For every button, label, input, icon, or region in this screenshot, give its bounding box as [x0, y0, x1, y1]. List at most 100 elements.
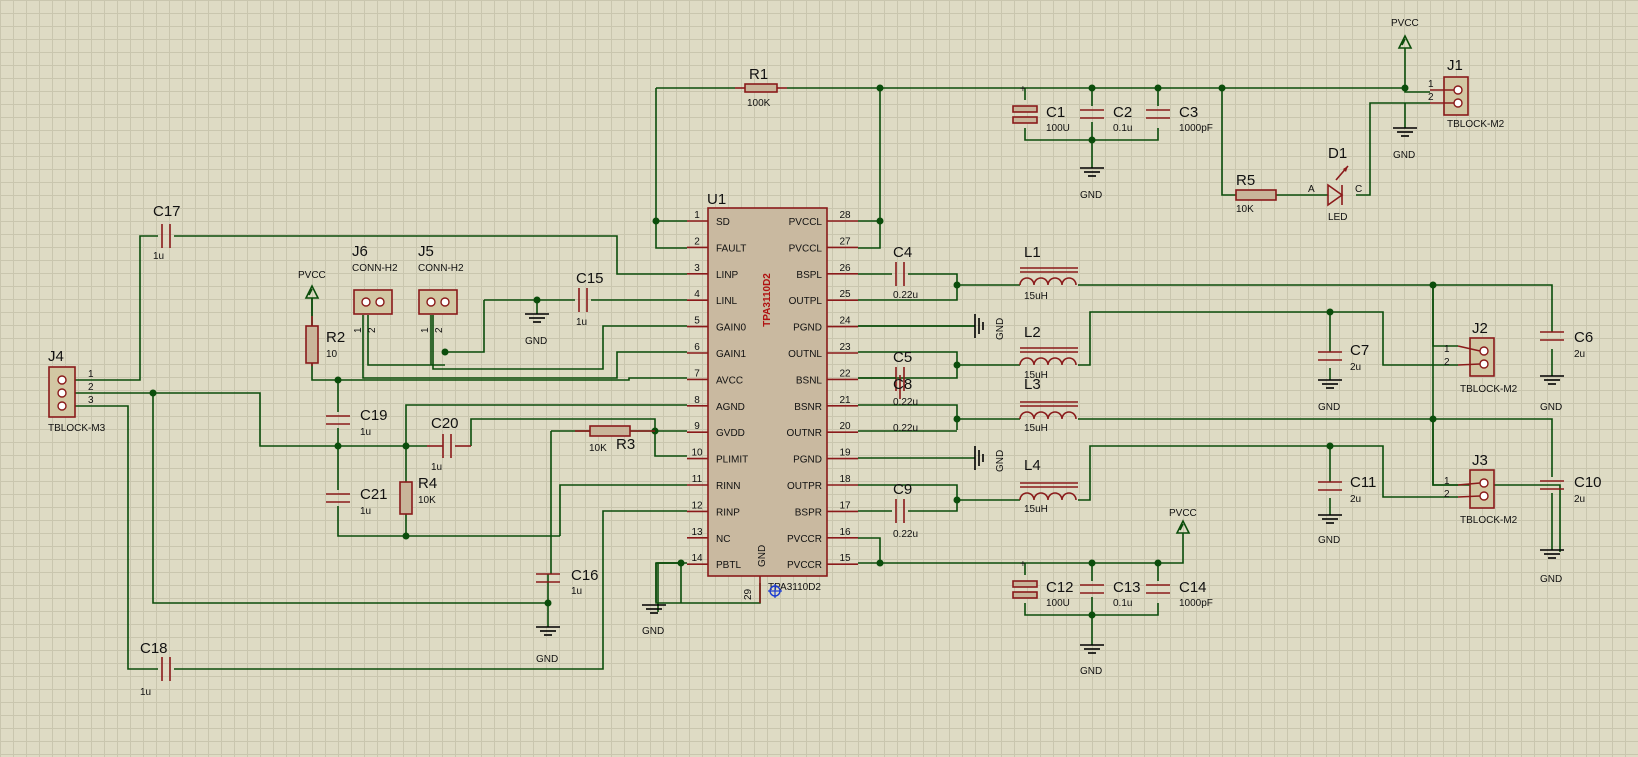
ic-gnd-label: GND: [757, 545, 768, 567]
ic-pin-name-12: RINP: [716, 507, 740, 518]
capacitor-c12[interactable]: + C12 100U: [1012, 559, 1074, 609]
r3-value: 10K: [589, 443, 607, 454]
inductor-l3[interactable]: L3 15uH: [1019, 376, 1078, 434]
ic-pin-number-6: 6: [694, 342, 700, 353]
capacitor-c17[interactable]: C17 1u: [153, 203, 181, 262]
c17-value: 1u: [153, 251, 164, 262]
gnd-terminal-j1[interactable]: GND: [1392, 127, 1418, 161]
connector-j5[interactable]: 1 2 J5 CONN-H2: [418, 243, 464, 333]
capacitor-c20[interactable]: C20 1u: [427, 415, 471, 473]
connector-j3[interactable]: 1 2 J3 TBLOCK-M2: [1444, 452, 1518, 526]
c8-value: 0.22u: [893, 423, 918, 434]
resistor-r3[interactable]: R3 10K: [575, 425, 655, 454]
j5-ref: J5: [418, 243, 434, 260]
svg-text:+: +: [1020, 84, 1026, 95]
ic-pin-name-24: PGND: [793, 323, 822, 334]
capacitor-c14[interactable]: C14 1000pF: [1146, 579, 1213, 609]
gnd-label-pbtl: GND: [642, 626, 664, 637]
gnd-terminal-c10[interactable]: GND: [1539, 549, 1565, 585]
led-d1[interactable]: D1 LED A C: [1308, 145, 1362, 223]
capacitor-c13[interactable]: C13 0.1u: [1080, 579, 1141, 609]
pvcc-label-bottom: PVCC: [1169, 508, 1197, 519]
gnd-terminal-c16[interactable]: GND: [535, 626, 561, 665]
j4-value: TBLOCK-M3: [48, 423, 106, 434]
c4-value: 0.22u: [893, 290, 918, 301]
ic-pin-number-7: 7: [694, 368, 700, 379]
capacitor-c9[interactable]: C9 0.22u: [893, 481, 918, 540]
capacitor-c4[interactable]: C4 0.22u: [893, 244, 918, 301]
connector-j2[interactable]: 1 2 J2 TBLOCK-M2: [1444, 320, 1518, 395]
ic-pin-name-16: PVCCR: [787, 534, 822, 545]
j1-pin2: 2: [1428, 92, 1434, 103]
ic-pin-number-19: 19: [839, 448, 851, 459]
r4-ref: R4: [418, 475, 437, 492]
j6-pin2: 2: [367, 327, 378, 333]
c19-value: 1u: [360, 427, 371, 438]
d1-anode-label: A: [1308, 184, 1315, 195]
gnd-terminal-pbtl[interactable]: GND: [641, 604, 667, 637]
j4-pin1: 1: [88, 369, 94, 380]
capacitor-c2[interactable]: C2 0.1u: [1080, 104, 1132, 134]
connector-j4[interactable]: 1 2 3 J4 TBLOCK-M3: [48, 348, 106, 434]
ic-pin-number-18: 18: [839, 474, 851, 485]
gnd-terminal-c6[interactable]: GND: [1539, 375, 1565, 413]
resistor-r5[interactable]: R5 10K: [1235, 172, 1277, 215]
r4-value: 10K: [418, 495, 436, 506]
c14-value: 1000pF: [1179, 598, 1213, 609]
gnd-terminal-c11[interactable]: GND: [1317, 514, 1343, 546]
c1-ref: C1: [1046, 104, 1065, 121]
capacitor-c6[interactable]: C6 2u: [1540, 329, 1593, 360]
gnd-terminal-pgnd-19[interactable]: GND: [974, 446, 1006, 472]
gnd-terminal-c7[interactable]: GND: [1317, 379, 1343, 413]
ic-pin-name-4: LINL: [716, 296, 738, 307]
pvcc-terminal-r2[interactable]: PVCC: [298, 270, 326, 316]
ic-u1[interactable]: U1 TPA3110D2 TPA3110D2 GND 29 1SD2FAULT3…: [687, 191, 858, 603]
capacitor-c8[interactable]: C8 0.22u: [893, 375, 918, 434]
pvcc-terminal-bottom[interactable]: PVCC: [1169, 508, 1197, 534]
c21-ref: C21: [360, 486, 388, 503]
gnd-terminal-pgnd-24[interactable]: GND: [858, 314, 1006, 340]
ic-pin-name-9: GVDD: [716, 428, 745, 439]
inductor-l4[interactable]: L4 15uH: [1019, 457, 1078, 515]
capacitor-c11[interactable]: C11 2u: [1318, 474, 1376, 505]
capacitor-c7[interactable]: C7 2u: [1318, 342, 1369, 373]
capacitor-c18[interactable]: C18 1u: [140, 640, 171, 698]
capacitor-c21[interactable]: C21 1u: [326, 486, 388, 517]
gnd-terminal-c15[interactable]: GND: [524, 313, 550, 347]
connector-j1[interactable]: 1 2 J1 TBLOCK-M2: [1428, 57, 1505, 130]
l4-ref: L4: [1024, 457, 1041, 474]
capacitor-c19[interactable]: C19 1u: [326, 407, 388, 438]
ic-pin-number-21: 21: [839, 395, 851, 406]
ic-pin-number-20: 20: [839, 421, 851, 432]
ic-pin-number-12: 12: [691, 500, 703, 511]
capacitor-c1[interactable]: + C1 100U: [1012, 84, 1070, 134]
capacitor-c16[interactable]: C16 1u: [536, 567, 599, 597]
l3-value: 15uH: [1024, 423, 1048, 434]
inductor-l1[interactable]: L1 15uH: [1019, 244, 1078, 302]
capacitor-c5[interactable]: C5 0.22u: [858, 349, 918, 408]
j3-pin1: 1: [1444, 476, 1450, 487]
inductor-l2[interactable]: L2 15uH: [1019, 324, 1078, 381]
capacitor-c3[interactable]: C3 1000pF: [1146, 104, 1213, 134]
j1-ref: J1: [1447, 57, 1463, 74]
connector-j6[interactable]: 1 2 J6 CONN-H2: [352, 243, 398, 333]
pvcc-label-r2: PVCC: [298, 270, 326, 281]
resistor-r4[interactable]: R4 10K: [399, 475, 437, 515]
resistor-r2[interactable]: R2 10: [305, 316, 345, 366]
gnd-terminal-c13[interactable]: GND: [1079, 644, 1105, 677]
capacitor-c10[interactable]: C10 2u: [1540, 474, 1602, 505]
c11-ref: C11: [1350, 474, 1376, 491]
c10-value: 2u: [1574, 494, 1585, 505]
ic-pin-number-17: 17: [839, 500, 851, 511]
gnd-label-c2: GND: [1080, 190, 1102, 201]
ic-pin-name-2: FAULT: [716, 243, 746, 254]
pvcc-terminal-top[interactable]: PVCC: [1391, 18, 1419, 49]
ic-pin-name-13: NC: [716, 534, 730, 545]
j4-pin2: 2: [88, 382, 94, 393]
j5-pin1: 1: [420, 327, 431, 333]
gnd-terminal-c2[interactable]: GND: [1079, 167, 1105, 201]
resistor-r1[interactable]: R1 100K: [735, 66, 787, 109]
capacitor-c15[interactable]: C15 1u: [576, 270, 604, 328]
c10-ref: C10: [1574, 474, 1602, 491]
